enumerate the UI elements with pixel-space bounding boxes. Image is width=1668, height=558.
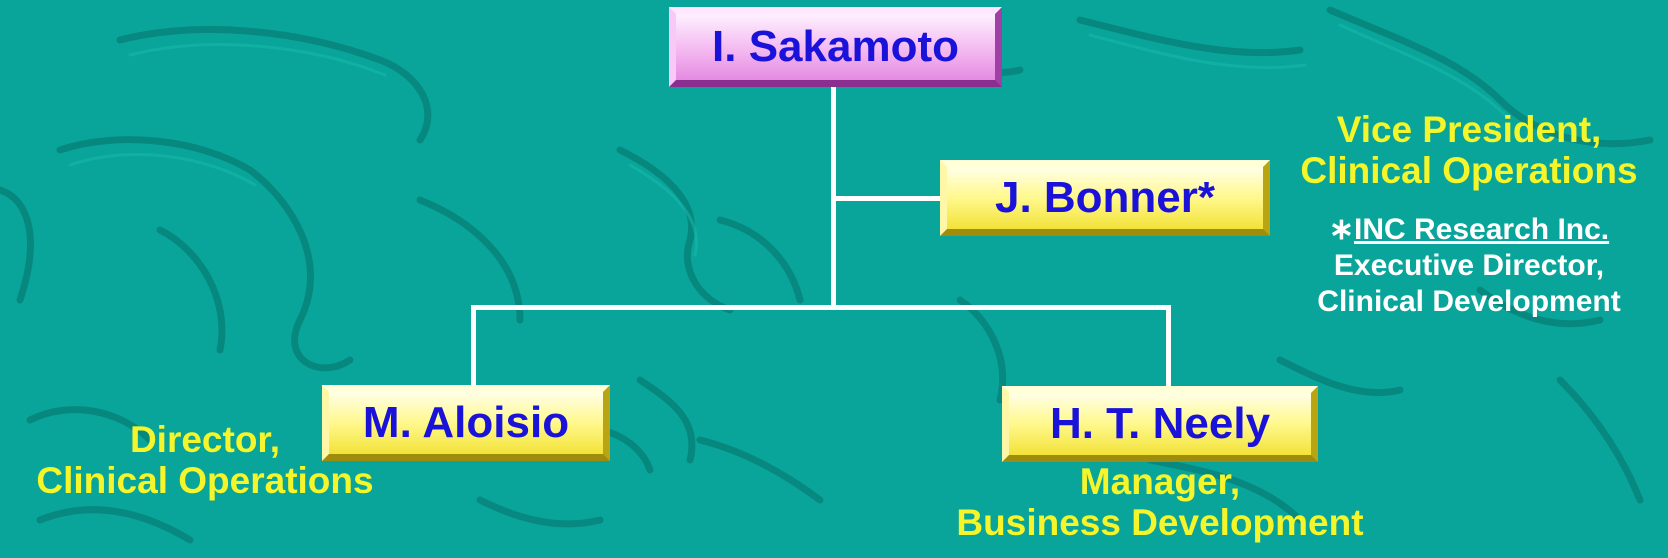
- neely-box: H. T. Neely: [1002, 386, 1318, 462]
- aloisio-title-line2: Clinical Operations: [36, 459, 374, 501]
- aloisio-name: M. Aloisio: [362, 398, 570, 447]
- bonner-title: Vice President, Clinical Operations: [1270, 109, 1668, 191]
- bonner-title-line2: Clinical Operations: [1300, 149, 1638, 191]
- neely-name: H. T. Neely: [1049, 399, 1271, 448]
- aloisio-title-line1: Director,: [129, 419, 281, 460]
- bonner-note-org: INC Research Inc.: [1354, 213, 1610, 246]
- bonner-name: J. Bonner*: [994, 173, 1216, 222]
- sakamoto-name: I. Sakamoto: [712, 22, 959, 71]
- bonner-note: ∗INC Research Inc. Executive Director, C…: [1270, 212, 1668, 320]
- asterisk-mark: ∗: [1328, 213, 1355, 246]
- bonner-note-line1: ∗INC Research Inc.: [1270, 212, 1668, 248]
- neely-title: Manager, Business Development: [880, 461, 1440, 543]
- bonner-note-line3: Clinical Development: [1317, 285, 1621, 318]
- connector-bonner: [831, 196, 943, 201]
- sakamoto-box: I. Sakamoto: [669, 7, 1002, 87]
- neely-title-line1: Manager,: [1079, 461, 1241, 502]
- neely-title-line2: Business Development: [956, 501, 1364, 543]
- aloisio-title: Director, Clinical Operations: [0, 419, 410, 501]
- connector-aloisio: [471, 305, 476, 387]
- connector-neely: [1166, 305, 1171, 387]
- bonner-box: J. Bonner*: [940, 160, 1270, 236]
- aloisio-box: M. Aloisio: [322, 385, 610, 461]
- bonner-note-line2: Executive Director,: [1333, 249, 1605, 282]
- connector-crossbar: [471, 305, 1170, 310]
- bonner-title-line1: Vice President,: [1336, 109, 1602, 150]
